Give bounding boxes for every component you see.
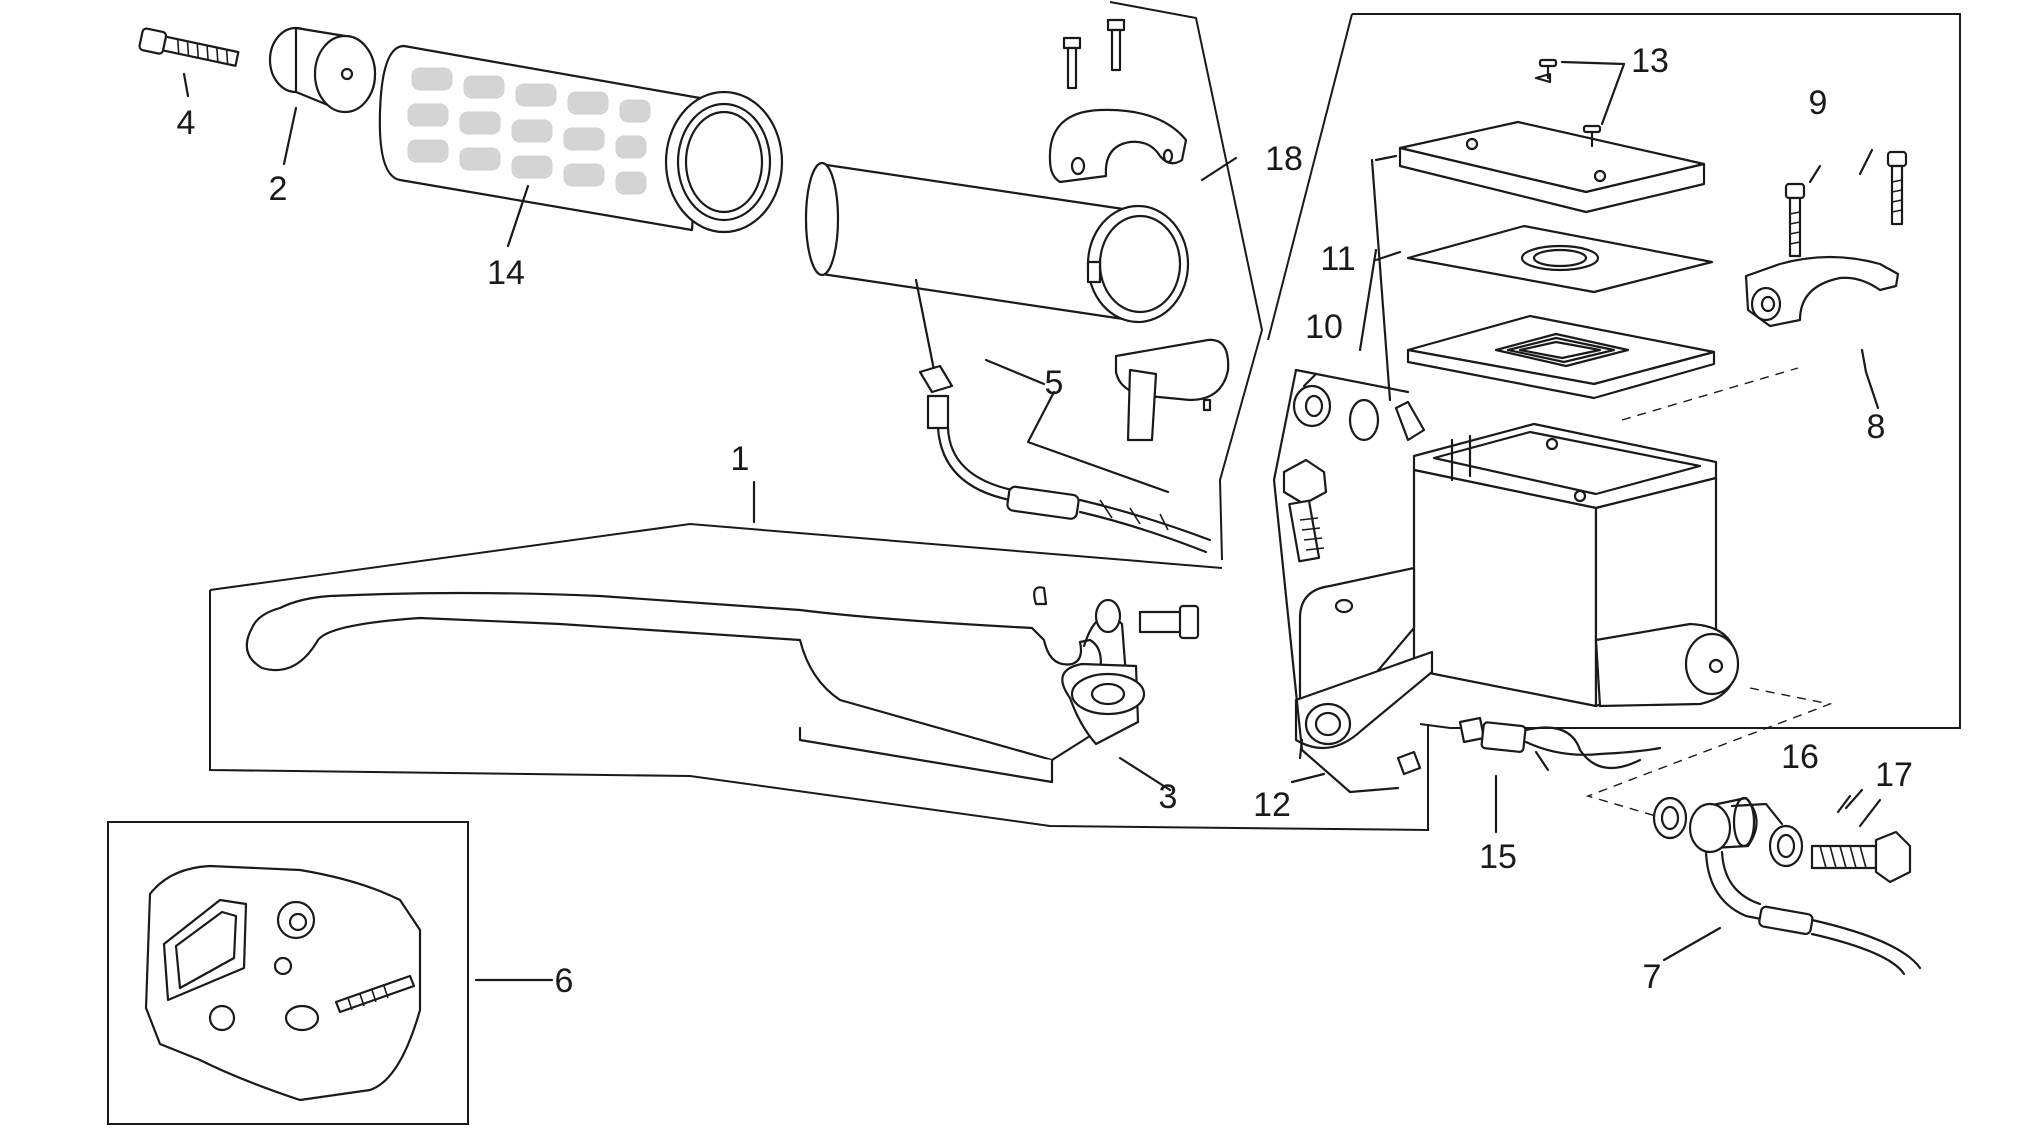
brake-hose-7 — [1704, 850, 1922, 976]
mount-bolt — [1282, 458, 1328, 563]
clamp-8 — [1744, 255, 1900, 328]
callout-13: 13 — [1631, 42, 1669, 80]
cap-screws-13 — [1534, 58, 1602, 148]
callout-12: 12 — [1253, 786, 1291, 824]
throttle-housing-upper — [1048, 108, 1188, 184]
lever-frame — [209, 590, 1429, 832]
banjo-bolt-17 — [1810, 830, 1912, 884]
callout-2: 2 — [269, 170, 288, 208]
master-cylinder-frame-left — [1267, 13, 1353, 341]
callout-1: 1 — [731, 440, 750, 478]
switch-housing-6 — [144, 864, 422, 1102]
callout-7: 7 — [1643, 958, 1662, 996]
assembly-frames — [107, 1, 1961, 1125]
callout-14: 14 — [487, 254, 525, 292]
callout-18: 18 — [1265, 140, 1303, 178]
seal-10 — [1292, 384, 1426, 442]
washer-16b — [1768, 824, 1804, 868]
clamp-screws-9 — [1784, 150, 1908, 258]
leader-lines — [182, 60, 1882, 982]
bar-end-2 — [268, 26, 377, 114]
grip-14 — [378, 44, 784, 234]
callout-4: 4 — [177, 104, 196, 142]
callout-labels: 1 2 3 4 5 6 7 8 9 10 11 12 13 14 15 16 1… — [177, 42, 1913, 1000]
lever-frame-top — [209, 522, 1223, 591]
callout-6: 6 — [555, 962, 574, 1000]
callout-16: 16 — [1781, 738, 1819, 776]
bellows-gasket — [1406, 314, 1716, 400]
grip-pattern — [407, 67, 651, 195]
reservoir-cap — [1398, 120, 1706, 214]
washer-16a — [1652, 796, 1688, 840]
dashed-guide-banjo — [1585, 687, 1833, 833]
brake-switch-15 — [1458, 716, 1662, 772]
callout-15: 15 — [1479, 838, 1517, 876]
throttle-housing-lower — [1114, 338, 1230, 442]
throttle-screws — [1062, 18, 1212, 412]
pivot-bolt-3 — [1033, 586, 1200, 640]
callout-5: 5 — [1045, 364, 1064, 402]
bracket-12-frame — [1272, 154, 1422, 794]
callout-8: 8 — [1867, 408, 1886, 446]
banjo-fitting — [1688, 796, 1758, 854]
throttle-frame — [1109, 1, 1264, 561]
callout-10: 10 — [1305, 308, 1343, 346]
callout-3: 3 — [1159, 778, 1178, 816]
screw-4 — [138, 27, 240, 67]
dashed-guide-clamp — [1621, 367, 1799, 421]
callout-17: 17 — [1875, 756, 1913, 794]
brake-lever-1 — [245, 591, 1146, 784]
master-cylinder-mount — [1294, 566, 1740, 750]
callout-9: 9 — [1809, 84, 1828, 122]
throttle-tube — [804, 161, 1190, 324]
diaphragm-plate — [1406, 224, 1714, 294]
inset-box-6 — [107, 821, 469, 1125]
callout-11: 11 — [1320, 240, 1355, 278]
master-cylinder-frame — [1352, 13, 1961, 729]
throttle-cable-5 — [914, 278, 1212, 554]
